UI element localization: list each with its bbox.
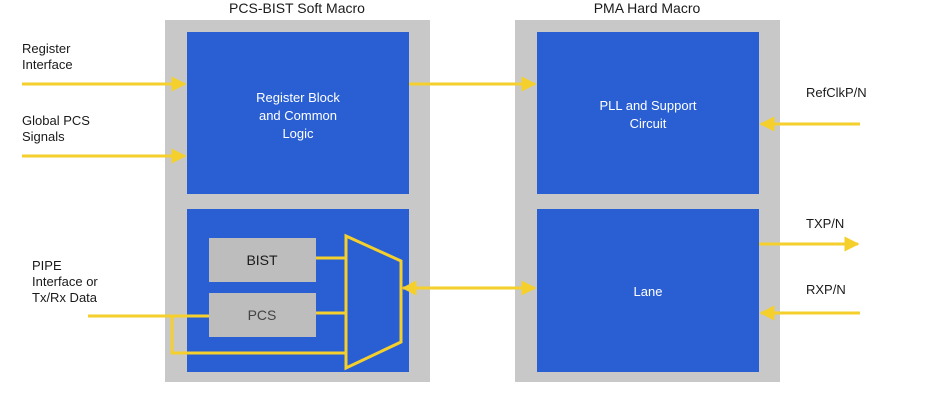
global-pcs-label-2: Signals	[22, 129, 65, 144]
refclk-label: RefClkP/N	[806, 85, 867, 100]
pll-block	[537, 32, 759, 194]
hard-macro-title: PMA Hard Macro	[594, 0, 701, 16]
bist-box	[209, 238, 316, 282]
register-interface-label-2: Interface	[22, 57, 73, 72]
bist-label: BIST	[246, 252, 278, 268]
global-pcs-label-1: Global PCS	[22, 113, 90, 128]
pipe-bypass-line	[170, 316, 346, 355]
txp-label: TXP/N	[806, 216, 844, 231]
pcs-label: PCS	[248, 307, 277, 323]
pll-block-line-1: PLL and Support	[599, 98, 696, 113]
lane-label: Lane	[634, 284, 663, 299]
soft-macro-title: PCS-BIST Soft Macro	[229, 0, 365, 16]
lane-block	[537, 209, 759, 372]
pcs-box	[209, 293, 316, 337]
register-interface-label-1: Register	[22, 41, 71, 56]
pll-block-line-2: Circuit	[630, 116, 667, 131]
register-block	[187, 32, 409, 194]
pipe-label-3: Tx/Rx Data	[32, 290, 98, 305]
register-block-line-2: and Common	[259, 108, 337, 123]
pipe-label-2: Interface or	[32, 274, 98, 289]
mux-shape	[344, 233, 403, 371]
pcs-bist-block	[187, 209, 409, 372]
register-block-line-3: Logic	[282, 126, 314, 141]
rxp-label: RXP/N	[806, 282, 846, 297]
register-block-line-1: Register Block	[256, 90, 340, 105]
pipe-label-1: PIPE	[32, 258, 62, 273]
